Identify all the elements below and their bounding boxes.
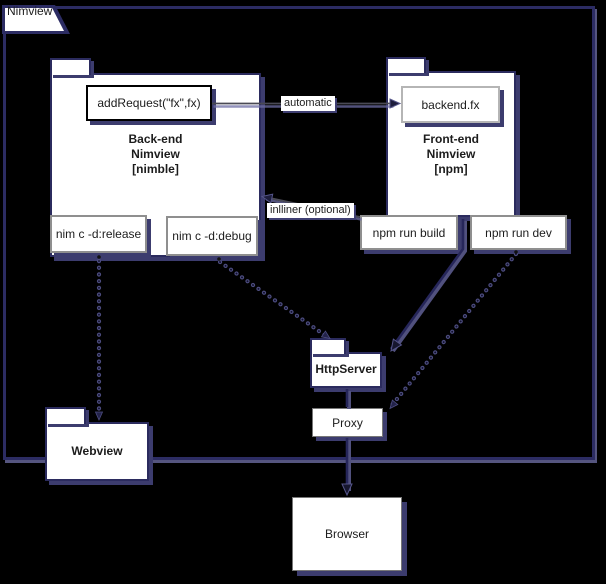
backend-title-line3: [nimble] <box>132 162 179 176</box>
nim-debug-node: nim c -d:debug <box>166 216 258 256</box>
httpserver-package-body <box>310 352 382 388</box>
backend-title-line1: Back-end <box>128 132 183 146</box>
httpserver-title: HttpServer <box>315 362 377 376</box>
proxy-node: Proxy <box>312 408 383 437</box>
npm-dev-node: npm run dev <box>470 215 567 250</box>
httpserver-package-tab <box>310 338 346 354</box>
nimview-package-frame <box>3 6 595 460</box>
nimview-package-tab <box>2 5 70 34</box>
edge-label-inliner: inlliner (optional) <box>267 203 354 218</box>
browser-node: Browser <box>292 497 402 571</box>
backend-title-line2: Nimview <box>131 147 180 161</box>
frontend-title-line2: Nimview <box>426 147 476 161</box>
frontend-package-tab <box>386 57 426 73</box>
addrequest-node: addRequest("fx",fx) <box>86 85 212 121</box>
backendfx-node: backend.fx <box>401 86 500 123</box>
frontend-title-line3: [npm] <box>434 162 468 176</box>
npm-build-node: npm run build <box>360 215 458 250</box>
frontend-package-title: Front-end Nimview [npm] <box>386 132 516 177</box>
nimview-package-tab-fill <box>5 8 64 31</box>
webview-title: Webview <box>71 444 123 458</box>
webview-package-body <box>45 422 149 481</box>
nim-release-node: nim c -d:release <box>50 215 147 253</box>
backend-package-title: Back-end Nimview [nimble] <box>50 132 261 177</box>
edge-label-automatic: automatic <box>281 96 335 111</box>
nimview-package-title: Nimview <box>7 4 53 18</box>
backend-package-tab <box>50 58 91 75</box>
frontend-title-line1: Front-end <box>423 132 479 146</box>
webview-package-tab <box>45 407 86 424</box>
